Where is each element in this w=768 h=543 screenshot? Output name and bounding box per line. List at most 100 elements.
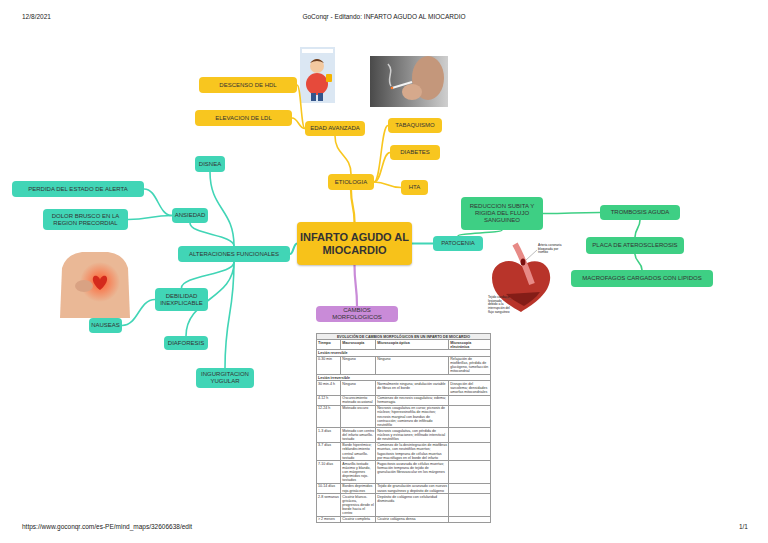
thrombus [521,259,526,266]
table-cell: Amarillo-tostado máximo y blando, con má… [341,461,376,484]
branch-connector [335,136,351,174]
topic-box: DOLOR BRUSCO EN LA REGION PRECORDIAL [43,209,128,230]
table-cell: Comienzo de la desintegración de miofibr… [376,442,449,461]
cigarette [392,82,412,88]
table-cell: Cicatriz colágena densa [376,516,449,522]
branch-box: PATOCENIA [433,236,483,251]
table-cell [449,494,491,517]
table-cell: Moteado oscuro [341,405,376,428]
child-hair [310,59,324,63]
print-date: 12/8/2021 [22,13,82,20]
node-label: MACROFAGOS CARGADOS CON LIPIDOS [582,275,701,282]
node-label: TROMBOSIS AGUDA [611,209,670,216]
branch-connector [635,220,640,237]
table-header: Microscopia óptica [376,340,449,350]
table-cell: 3-7 días [317,442,341,461]
table-row: 3-7 díasBorde hiperémico; reblandecimien… [317,442,491,461]
table-row: 12-24 hMoteado oscuroNecrosis coagulativ… [317,405,491,428]
obesity-illustration [300,47,335,103]
table-cell: > 2 meses [317,516,341,522]
topic-box: TROMBOSIS AGUDA [600,205,680,220]
table-row: 1-3 díasMoteado con centro del infarto a… [317,428,491,442]
node-label: ANSIEDAD [175,212,206,219]
topic-box: ANSIEDAD [172,208,208,223]
table-cell: Comienzo de necrosis coagulativa; edema;… [376,395,449,405]
table-cell: Necrosis coagulativa en curso; picnosis … [376,405,449,428]
node-label: INFARTO AGUDO AL MIOCARDIO [300,231,409,256]
table-cell: Disrupción del sarcolema; densidades amo… [449,381,491,395]
topic-box: TABAQUISMO [388,118,442,133]
node-label: PATOCENIA [441,240,475,247]
topic-box: DESCENSO DE HDL [199,77,297,93]
node-label: DOLOR BRUSCO EN LA REGION PRECORDIAL [46,213,125,227]
branch-connector [292,118,305,129]
food-box [326,74,332,82]
node-label: DEBILIDAD INEXPLICABLE [158,293,205,307]
node-label: ELEVACION DE LDL [215,115,272,122]
leader-line [526,250,537,260]
table-cell [449,395,491,405]
topic-box: DISNEA [195,156,225,172]
hand [75,280,93,292]
torso [60,252,130,318]
table-cell [449,483,491,493]
table-header: Macroscopia [341,340,376,350]
table-cell: Cicatriz completa [341,516,376,522]
illustration-background [300,47,335,103]
node-label: HTA [409,184,421,191]
branch-connector [144,189,172,216]
print-header: GoConqr - Editando: INFARTO AGUDO AL MIO… [230,13,538,20]
table-cell: 4-12 h [317,395,341,405]
child-head [310,59,324,73]
table-cell [449,428,491,442]
node-label: NAUSEAS [91,322,120,329]
topic-box: INGURGITACION YUGULAR [196,368,254,388]
topic-box: PERDIDA DEL ESTADO DE ALERTA [12,181,144,197]
table-cell [449,405,491,428]
node-label: REDUCCION SUBITA Y RIGIDA DEL FLUJO SANG… [464,203,540,224]
table-cell: 10-14 días [317,483,341,493]
table-cell [449,442,491,461]
chest-pain-illustration [45,250,135,318]
cigarette-ember [391,87,394,90]
table-row: TiempoMacroscopiaMicroscopia ópticaMicro… [317,340,491,350]
node-label: ETIOLOGIA [335,179,367,186]
table-cell: Ninguno [376,356,449,375]
branch-box: ETIOLOGIA [328,174,374,190]
table-cell: Tejido de granulación avanzado con nuevo… [376,483,449,493]
table-row: 4-12 hOscurecimiento moteado ocasionalCo… [317,395,491,405]
table-cell [449,461,491,484]
illustration-caption: Tejido cardiaco lesionado debido a la in… [488,296,510,314]
hand [402,84,422,100]
table-row: > 2 mesesCicatriz completaCicatriz colág… [317,516,491,522]
node-label: DIAFORESIS [168,340,204,347]
node-label: TABAQUISMO [395,122,435,129]
node-label: EDAD AVANZADA [310,125,359,132]
central-topic: INFARTO AGUDO AL MIOCARDIO [297,222,412,265]
node-label: CAMBIOS MORFOLOGICOS [319,307,395,321]
branch-box: CAMBIOS MORFOLOGICOS [316,306,398,322]
damaged-tissue [506,292,540,306]
table-cell [449,516,491,522]
table-row: 2-8 semanasCicatriz blanco-grisácea, pro… [317,494,491,517]
topic-box: DEBILIDAD INEXPLICABLE [155,288,208,311]
table-cell: 30 min-4 h [317,381,341,395]
table-row: 7-10 díasAmarillo-tostado máximo y bland… [317,461,491,484]
table-header: Microscopia electrónica [449,340,491,350]
branch-connector [412,242,433,244]
print-url: https://www.goconqr.com/es-PE/mind_maps/… [22,523,272,530]
node-label: DISNEA [199,161,221,168]
heart [93,276,107,290]
child-leg [311,93,316,101]
branch-connector [225,262,234,368]
table-cell: Depósito de colágeno con celularidad dis… [376,494,449,517]
table-row: 10-14 díasBordes deprimidos rojo-grisáce… [317,483,491,493]
node-label: DIABETES [400,149,430,156]
topic-box: EDAD AVANZADA [305,121,365,136]
child-body [306,73,328,95]
table-cell: 7-10 días [317,461,341,484]
smoking-photo [370,56,448,107]
table-cell: 12-24 h [317,405,341,428]
illustration-background [45,250,135,318]
